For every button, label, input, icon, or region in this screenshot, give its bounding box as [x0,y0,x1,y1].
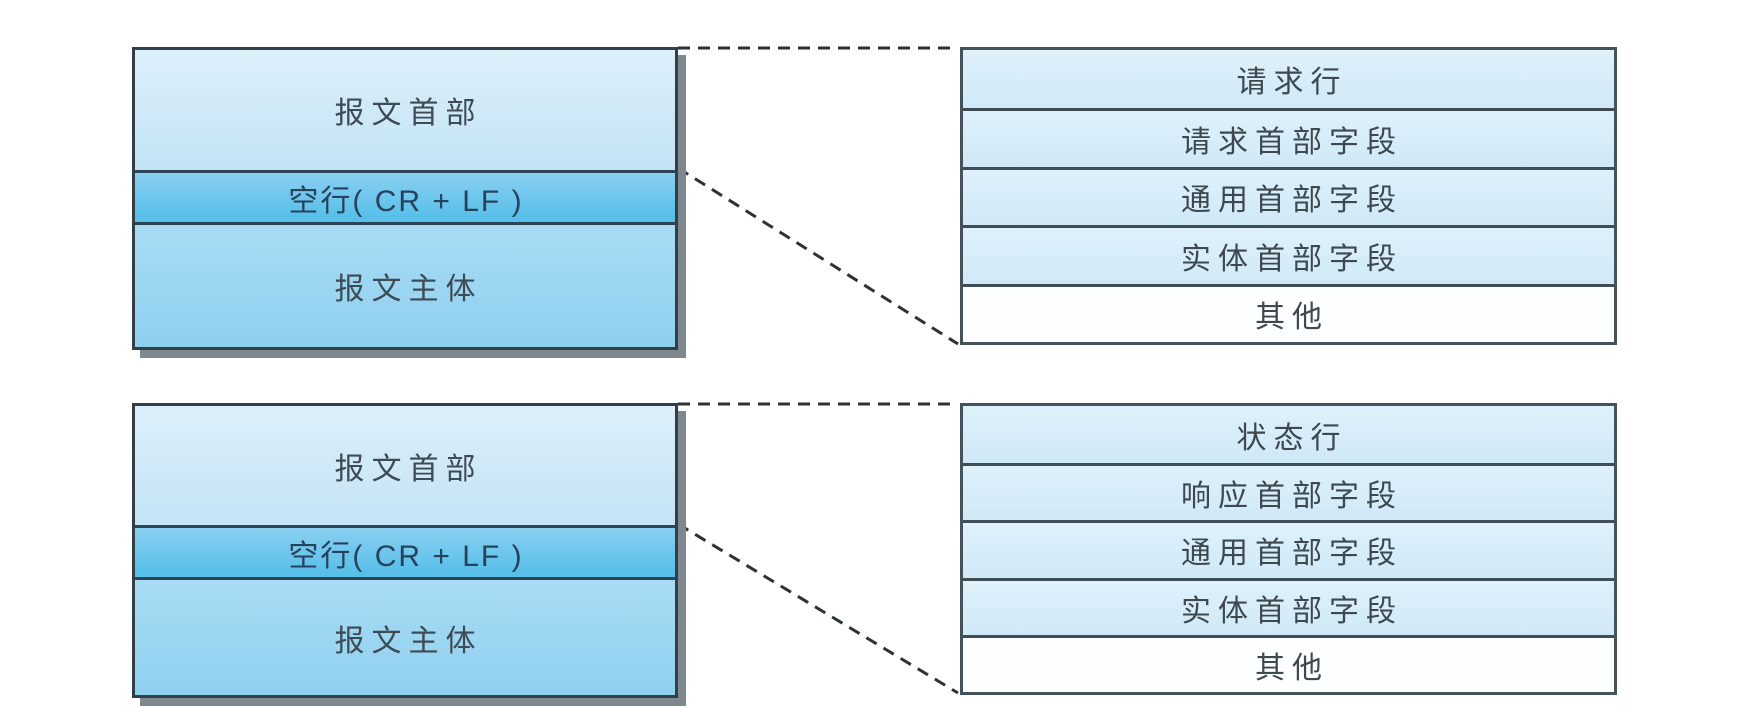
request-header-detail-box: 请求行 请求首部字段 通用首部字段 实体首部字段 其他 [960,47,1617,345]
request-message-box: 报文首部 空行( CR + LF ) 报文主体 [132,47,678,350]
other-row: 其他 [963,283,1614,342]
response-message-body-section: 报文主体 [135,580,675,695]
request-blank-line-section: 空行( CR + LF ) [135,170,675,225]
general-header-fields-row: 通用首部字段 [963,166,1614,226]
connector-top-diagonal-line [677,166,959,346]
entity-header-fields-row: 实体首部字段 [963,577,1614,635]
request-line-row: 请求行 [963,50,1614,109]
request-header-fields-row: 请求首部字段 [963,108,1614,167]
other-row: 其他 [963,634,1614,692]
response-blank-line-section: 空行( CR + LF ) [135,525,675,580]
response-message-box: 报文首部 空行( CR + LF ) 报文主体 [132,403,678,698]
entity-header-fields-row: 实体首部字段 [963,225,1614,284]
status-line-row: 状态行 [963,406,1614,464]
response-header-fields-row: 响应首部字段 [963,463,1614,521]
response-header-detail-box: 状态行 响应首部字段 通用首部字段 实体首部字段 其他 [960,403,1617,695]
response-message-header-section: 报文首部 [135,406,675,525]
request-message-header-section: 报文首部 [135,50,675,170]
request-message-body-section: 报文主体 [135,225,675,347]
connector-bottom-diagonal-line [677,522,959,695]
general-header-fields-row: 通用首部字段 [963,520,1614,578]
